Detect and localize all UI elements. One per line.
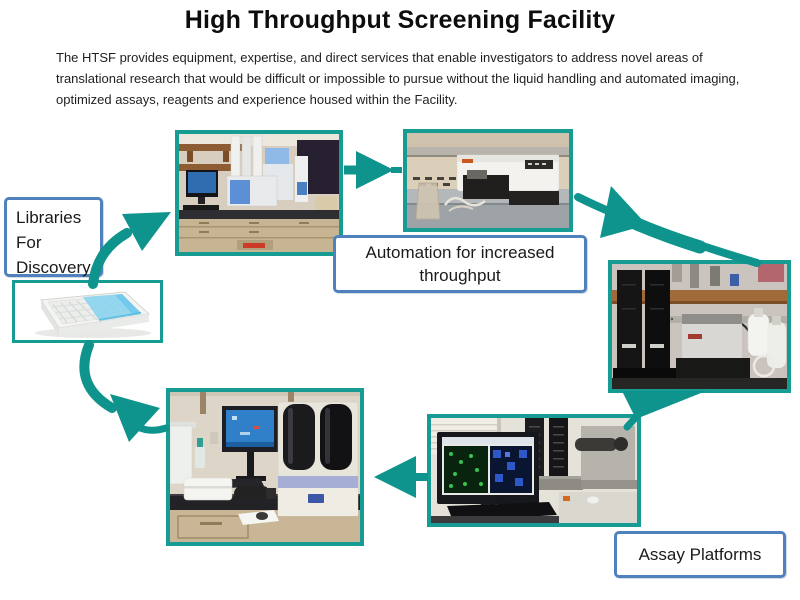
analysis-illustration xyxy=(431,418,637,523)
liquid-handling-illustration xyxy=(179,134,339,252)
label-libraries-line2: For xyxy=(16,233,42,252)
photo-plate-stacker-reader xyxy=(608,260,791,393)
arrow-dispenser-to-assay-platform xyxy=(574,186,761,267)
intro-paragraph: The HTSF provides equipment, expertise, … xyxy=(56,50,740,107)
slide-title: High Throughput Screening Facility xyxy=(184,6,616,34)
photo-high-content-imager xyxy=(166,388,364,546)
arrow-liquid-handling-to-dispenser xyxy=(344,151,402,189)
arrow-imaging-to-analysis xyxy=(374,456,428,498)
photo-liquid-handling-workstation xyxy=(175,130,343,256)
label-libraries-box: Libraries For Discovery xyxy=(4,197,103,277)
label-libraries-text: Libraries For Discovery xyxy=(7,200,100,280)
arrow-analysis-to-libraries xyxy=(79,340,170,442)
imager-illustration xyxy=(170,392,360,542)
label-automation-text: Automation for increased throughput xyxy=(365,243,555,285)
label-libraries-line1: Libraries xyxy=(16,208,82,227)
photo-imaging-analysis-workstation xyxy=(427,414,641,527)
label-libraries-line3: Discovery xyxy=(16,258,91,277)
microplate-illustration xyxy=(15,283,160,340)
arrow-libraries-to-liquid-handling xyxy=(88,212,171,289)
label-assay-text: Assay Platforms xyxy=(638,544,762,564)
microplate-image xyxy=(12,280,163,343)
photo-plate-washer-dispenser xyxy=(403,129,573,232)
stacker-illustration xyxy=(612,264,787,389)
label-automation-box: Automation for increased throughput xyxy=(333,235,587,293)
dispenser-illustration xyxy=(407,133,569,228)
label-assay-box: Assay Platforms xyxy=(614,531,786,578)
